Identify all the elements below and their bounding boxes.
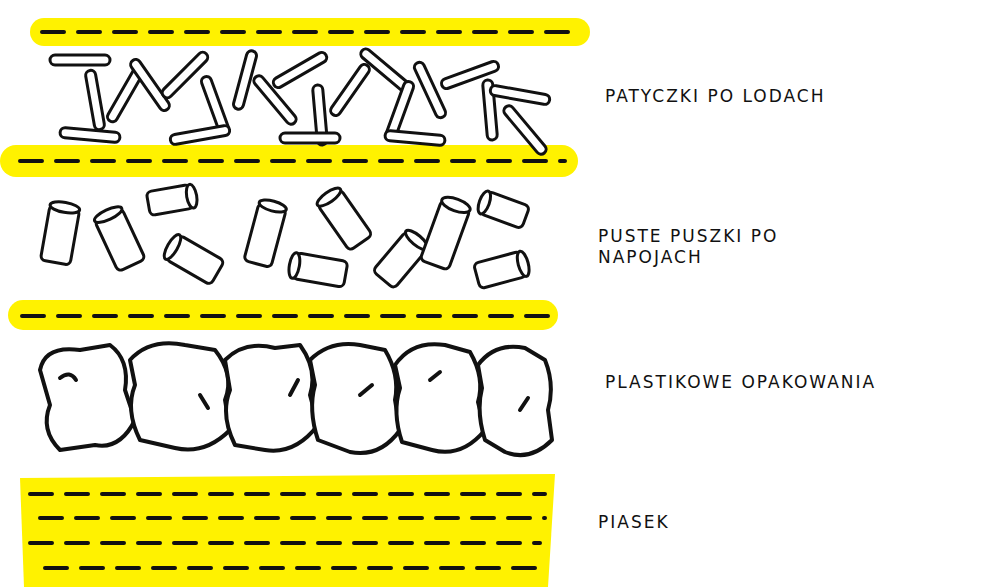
- layer-label: PATYCZKI PO LODACH: [605, 86, 945, 107]
- drink-cans: [40, 183, 531, 288]
- layer-label: PIASEK: [598, 512, 898, 533]
- band-dashes: [20, 32, 580, 568]
- plastic-packaging: [40, 343, 552, 455]
- ice-cream-sticks: [50, 47, 550, 156]
- layer-label: PLASTIKOWE OPAKOWANIA: [605, 372, 975, 393]
- yellow-bands: [0, 18, 590, 587]
- layer-label: PUSTE PUSZKI PO NAPOJACH: [598, 226, 813, 269]
